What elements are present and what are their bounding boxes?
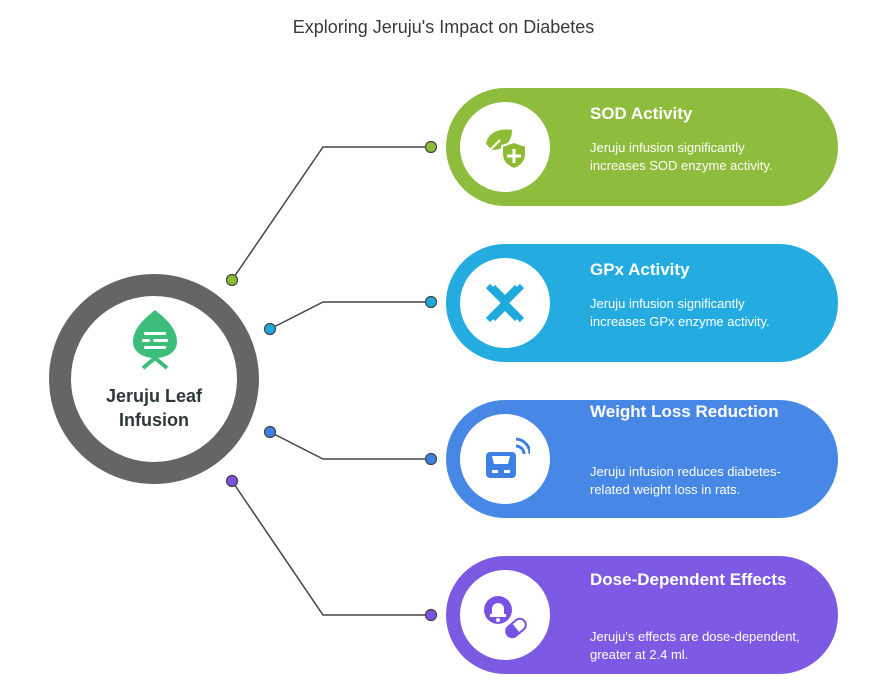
connector-dot-gpx-start bbox=[263, 322, 277, 336]
cross-arrows-icon bbox=[485, 283, 525, 323]
card-text: Jeruju infusion significantly increases … bbox=[590, 296, 770, 329]
smart-scale-icon bbox=[486, 437, 530, 478]
center-label: Jeruju Leaf Infusion bbox=[89, 384, 219, 432]
center-label-line2: Infusion bbox=[119, 410, 189, 430]
card-sod-activity: SOD Activity Jeruju infusion significant… bbox=[446, 88, 838, 206]
card-title: Dose-Dependent Effects bbox=[590, 570, 787, 589]
card-title: Weight Loss Reduction bbox=[590, 402, 779, 421]
connector-gpx bbox=[269, 301, 431, 330]
leaf-document-icon bbox=[133, 310, 177, 370]
card-text: Jeruju infusion reduces diabetes-related… bbox=[590, 464, 781, 497]
card-icon-circle bbox=[460, 414, 550, 504]
card-text: Jeruju infusion significantly increases … bbox=[590, 140, 773, 173]
connector-dot-dose-end bbox=[424, 608, 438, 622]
connector-dot-dose-start bbox=[225, 474, 239, 488]
card-text: Jeruju's effects are dose-dependent, gre… bbox=[590, 629, 800, 662]
connector-dot-weight-start bbox=[263, 425, 277, 439]
card-icon-circle bbox=[460, 102, 550, 192]
card-icon-circle bbox=[460, 570, 550, 660]
center-label-line1: Jeruju Leaf bbox=[105, 386, 203, 406]
connector-sod bbox=[231, 146, 431, 281]
center-hub bbox=[49, 274, 259, 484]
connector-weight bbox=[269, 431, 431, 460]
card-gpx-activity: GPx Activity Jeruju infusion significant… bbox=[446, 244, 838, 362]
pill-alarm-icon bbox=[484, 596, 527, 639]
page-title: Exploring Jeruju's Impact on Diabetes bbox=[292, 17, 595, 37]
connector-dot-gpx-end bbox=[424, 295, 438, 309]
connector-dot-weight-end bbox=[424, 452, 438, 466]
card-icon-circle bbox=[460, 258, 550, 348]
card-weight-loss-reduction: Weight Loss Reduction Jeruju infusion re… bbox=[446, 400, 838, 518]
leaf-shield-icon bbox=[486, 129, 527, 171]
card-dose-dependent-effects: Dose-Dependent Effects Jeruju's effects … bbox=[446, 556, 838, 674]
card-title: GPx Activity bbox=[590, 260, 690, 279]
connector-dot-sod-end bbox=[424, 140, 438, 154]
card-title: SOD Activity bbox=[590, 104, 693, 123]
connector-dose bbox=[231, 480, 431, 616]
connector-dot-sod-start bbox=[225, 273, 239, 287]
